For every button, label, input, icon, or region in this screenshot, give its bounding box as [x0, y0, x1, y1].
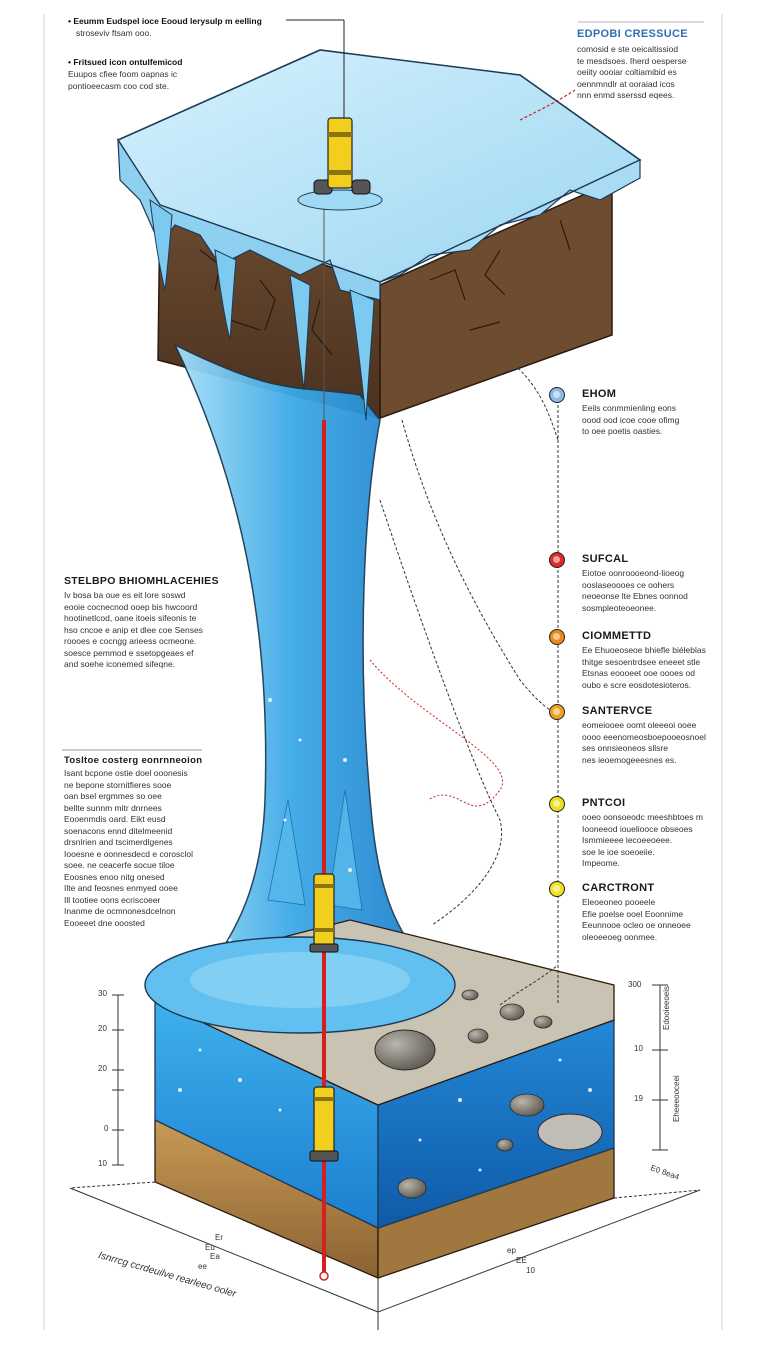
left-low-body: Isant bcpone ostie doel ooonesis ne bepo…: [64, 768, 194, 928]
rock: [537, 1113, 603, 1151]
water-column: [173, 343, 442, 981]
callout-body: Eeils conmmienling eons oood ood icoe co…: [582, 403, 680, 436]
callout-title: SUFCAL: [582, 553, 629, 565]
rock: [461, 989, 479, 1001]
probe-top: [297, 117, 383, 211]
axis-right-tick: 300: [628, 980, 642, 989]
top-right-body: comosid e ste oeicaltissiod te mesdsoes.…: [577, 44, 687, 100]
axis-right-tick: 10: [634, 1044, 643, 1053]
callout-marker-dot: [549, 552, 565, 568]
water-spikes: [267, 789, 363, 911]
callout-body: Ee Ehuoeoseoe bhiefle biéleblas thitge s…: [582, 645, 706, 690]
axis-left-tick: 20: [98, 1024, 107, 1033]
bottom-small: Er: [215, 1233, 223, 1242]
probe-low: [309, 1086, 339, 1162]
leader-dashed-1: [517, 367, 559, 441]
axis-left-tick: 20: [98, 1064, 107, 1073]
pipe-end: [319, 1271, 329, 1281]
callout-title: EHOM: [582, 388, 617, 400]
pool-surface-inner: [190, 952, 410, 1008]
callout-body: eomeiooee oomt oleeeoi ooee oooo eeenome…: [582, 720, 706, 765]
callout-body: Eiotoe oonroooeond-lioeog ooslaseoooes c…: [582, 568, 688, 613]
rock: [533, 1015, 553, 1029]
callout-marker-dot: [549, 629, 565, 645]
top-left-line2-body: Euupos cfiee foom oapnas ic pontioeecasm…: [68, 69, 178, 91]
left-mid-heading: STELBPO BHIOMHLACEHIES: [64, 575, 219, 587]
top-right-heading: EDPOBI CRESSUCE: [577, 28, 688, 40]
rock: [509, 1093, 545, 1117]
bottom-small: Eu: [205, 1243, 215, 1252]
callout-title: CIOMMETTD: [582, 630, 652, 642]
ice-front-lip: [117, 137, 381, 301]
leader-dashed-3: [379, 499, 502, 926]
bottom-small: ee: [198, 1262, 207, 1271]
callout-title: CARCTRONT: [582, 882, 655, 894]
dim-left: [112, 994, 124, 1166]
bottom-right-small: 10: [526, 1266, 535, 1275]
leader-red-mid: [369, 659, 503, 807]
probe-mid: [309, 873, 339, 953]
dim-right: [652, 984, 668, 1151]
axis-right-vertical: Edooieeoeis: [662, 985, 671, 1030]
ice-drips: [149, 198, 375, 421]
left-low-heading: Tosltoe costerg eonrnneoion: [64, 755, 203, 766]
axis-left-tick: 10: [98, 1159, 107, 1168]
top-left-line2: • Fritsued icon ontulfemicod: [68, 57, 183, 67]
axis-left-tick: 30: [98, 989, 107, 998]
lower-block: [144, 919, 615, 1279]
leader-dashed-4: [499, 964, 559, 1006]
rock: [496, 1138, 514, 1152]
callout-marker-dot: [549, 387, 565, 403]
left-mid-body: Iv bosa ba oue es eit lore soswd eooie c…: [64, 590, 203, 669]
callout-marker-dot: [549, 796, 565, 812]
top-left-line1-sub: stroseviv ftsam ooo.: [76, 28, 152, 38]
rock: [467, 1028, 489, 1044]
callout-body: ooeo oonsoeodc meeshbtoes m Iooneeod iou…: [582, 812, 703, 868]
callout-title: PNTCOI: [582, 797, 626, 809]
axis-left-tick: 0: [104, 1124, 109, 1133]
bottom-right-small: EE: [516, 1256, 527, 1265]
axis-right-vertical-2: Eheeeooceei: [672, 1075, 681, 1122]
bottom-small: Ea: [210, 1252, 220, 1261]
rock: [499, 1003, 525, 1021]
callout-marker-dot: [549, 881, 565, 897]
leader-dashed-2: [401, 419, 559, 716]
callout-title: SANTERVCE: [582, 705, 653, 717]
bottom-right-small: ep: [507, 1246, 516, 1255]
bubbles: [178, 698, 592, 1172]
callout-body: Eleoeoneo pooeele Efie poelse ooel Eoonn…: [582, 897, 691, 942]
rock: [397, 1177, 427, 1199]
rock: [374, 1029, 436, 1071]
top-left-line1: • Eeumm Eudspel ioce Eooud lerysulp m ee…: [68, 16, 262, 26]
leader-red-top: [519, 89, 576, 121]
dim-bottom: [69, 1181, 701, 1330]
axis-right-tick: 19: [634, 1094, 643, 1103]
callout-marker-dot: [549, 704, 565, 720]
ice-soil-block: [116, 49, 642, 420]
ice-right-lip: [379, 159, 641, 283]
